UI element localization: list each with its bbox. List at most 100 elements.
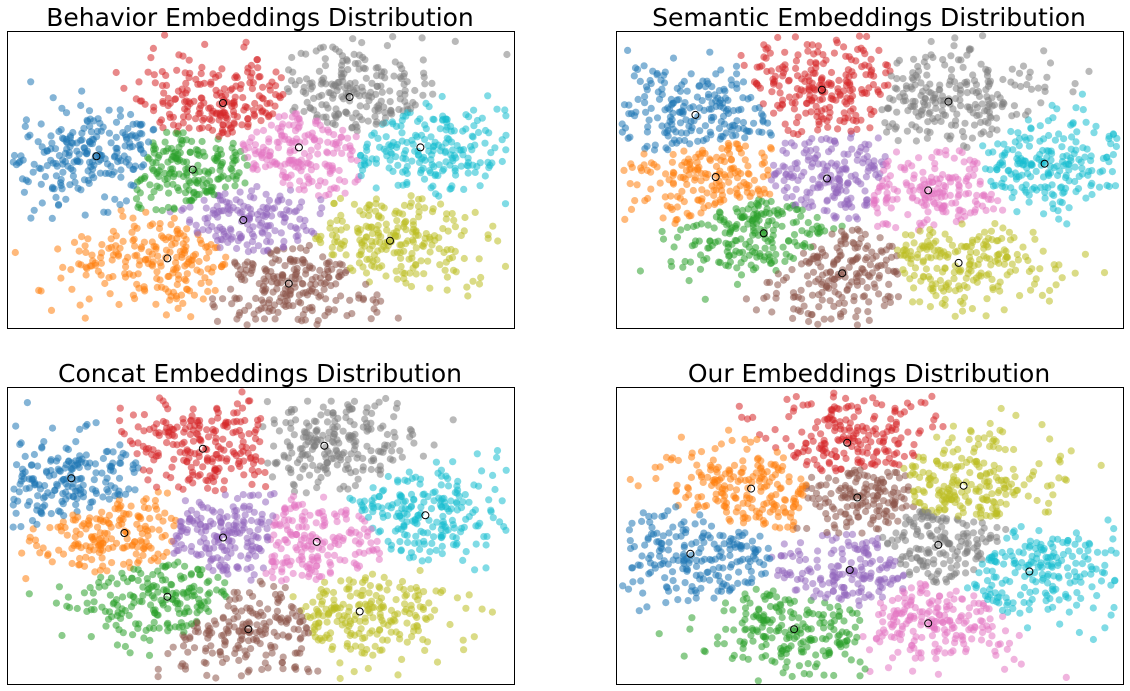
- point-gray: [959, 63, 967, 71]
- point-green: [792, 218, 800, 226]
- point-blue: [755, 128, 763, 136]
- point-red: [875, 46, 883, 54]
- point-blue: [80, 144, 88, 152]
- point-orange: [743, 188, 751, 196]
- point-cyan: [1014, 129, 1022, 137]
- point-cyan: [481, 139, 489, 147]
- point-orange: [35, 286, 43, 294]
- point-pink: [976, 177, 984, 185]
- point-gray: [927, 37, 935, 46]
- point-gray: [919, 106, 927, 114]
- point-brown: [330, 306, 338, 314]
- point-blue: [30, 160, 38, 168]
- point-red: [827, 80, 835, 88]
- point-olive: [412, 244, 420, 252]
- point-olive: [372, 195, 380, 203]
- point-pink: [321, 160, 329, 168]
- point-brown: [321, 312, 329, 320]
- point-gray: [1043, 73, 1051, 81]
- point-red: [174, 483, 183, 491]
- point-olive: [441, 266, 449, 274]
- point-olive: [366, 609, 374, 617]
- point-orange: [119, 237, 127, 245]
- point-purple: [781, 163, 789, 171]
- point-orange: [627, 160, 635, 168]
- point-blue: [15, 159, 23, 167]
- point-cyan: [412, 532, 420, 540]
- point-green: [113, 641, 121, 649]
- point-cyan: [442, 115, 450, 124]
- centroid-blue: [92, 152, 101, 161]
- point-blue: [98, 469, 106, 477]
- point-blue: [675, 96, 683, 104]
- point-gray: [325, 428, 333, 436]
- point-cyan: [1087, 157, 1095, 165]
- point-blue: [689, 103, 697, 111]
- point-orange: [82, 248, 90, 256]
- point-orange: [103, 567, 111, 575]
- point-brown: [273, 246, 281, 254]
- point-orange: [711, 199, 720, 207]
- point-cyan: [403, 180, 411, 188]
- point-purple: [218, 207, 226, 215]
- point-pink: [300, 186, 308, 194]
- point-pink: [941, 183, 950, 191]
- point-red: [814, 42, 822, 50]
- point-purple: [240, 213, 248, 222]
- point-cyan: [411, 539, 419, 547]
- point-orange: [713, 153, 721, 161]
- centroid-brown: [838, 269, 847, 278]
- point-blue: [136, 121, 145, 129]
- point-blue: [658, 122, 666, 130]
- point-gray: [395, 105, 403, 114]
- point-purple: [863, 196, 871, 204]
- point-orange: [640, 150, 648, 158]
- point-gray: [329, 94, 337, 102]
- point-cyan: [459, 151, 467, 159]
- point-gray: [349, 35, 357, 43]
- point-purple: [800, 168, 808, 176]
- point-cyan: [432, 190, 440, 198]
- point-blue: [109, 448, 117, 456]
- point-green: [760, 210, 768, 219]
- point-gray: [929, 53, 937, 62]
- point-purple: [239, 504, 247, 512]
- point-purple: [246, 205, 254, 213]
- point-green: [752, 264, 760, 272]
- point-green: [771, 257, 779, 265]
- point-red: [230, 101, 239, 109]
- point-purple: [281, 214, 289, 222]
- point-pink: [291, 110, 299, 118]
- point-orange: [119, 212, 127, 220]
- point-orange: [148, 262, 157, 270]
- point-red: [882, 69, 890, 77]
- point-brown: [203, 671, 211, 679]
- point-olive: [421, 614, 429, 622]
- point-olive: [398, 577, 407, 586]
- point-brown: [319, 253, 327, 261]
- point-red: [232, 72, 240, 80]
- point-brown: [809, 268, 818, 276]
- point-brown: [790, 305, 798, 313]
- point-gray: [926, 128, 934, 136]
- point-pink: [329, 149, 338, 157]
- point-red: [806, 58, 814, 66]
- point-brown: [853, 278, 861, 286]
- point-brown: [265, 299, 273, 307]
- point-cyan: [438, 92, 446, 101]
- point-pink: [870, 197, 878, 205]
- point-purple: [787, 165, 796, 173]
- point-olive: [400, 223, 408, 231]
- point-blue: [672, 128, 680, 136]
- point-olive: [314, 636, 322, 644]
- point-olive: [983, 271, 991, 279]
- point-pink: [308, 129, 316, 137]
- point-brown: [858, 277, 866, 286]
- point-olive: [367, 223, 375, 231]
- point-cyan: [1040, 210, 1048, 218]
- point-brown: [805, 259, 813, 267]
- point-blue: [69, 172, 77, 180]
- point-cyan: [415, 151, 423, 159]
- point-green: [161, 175, 169, 184]
- point-green: [749, 215, 757, 223]
